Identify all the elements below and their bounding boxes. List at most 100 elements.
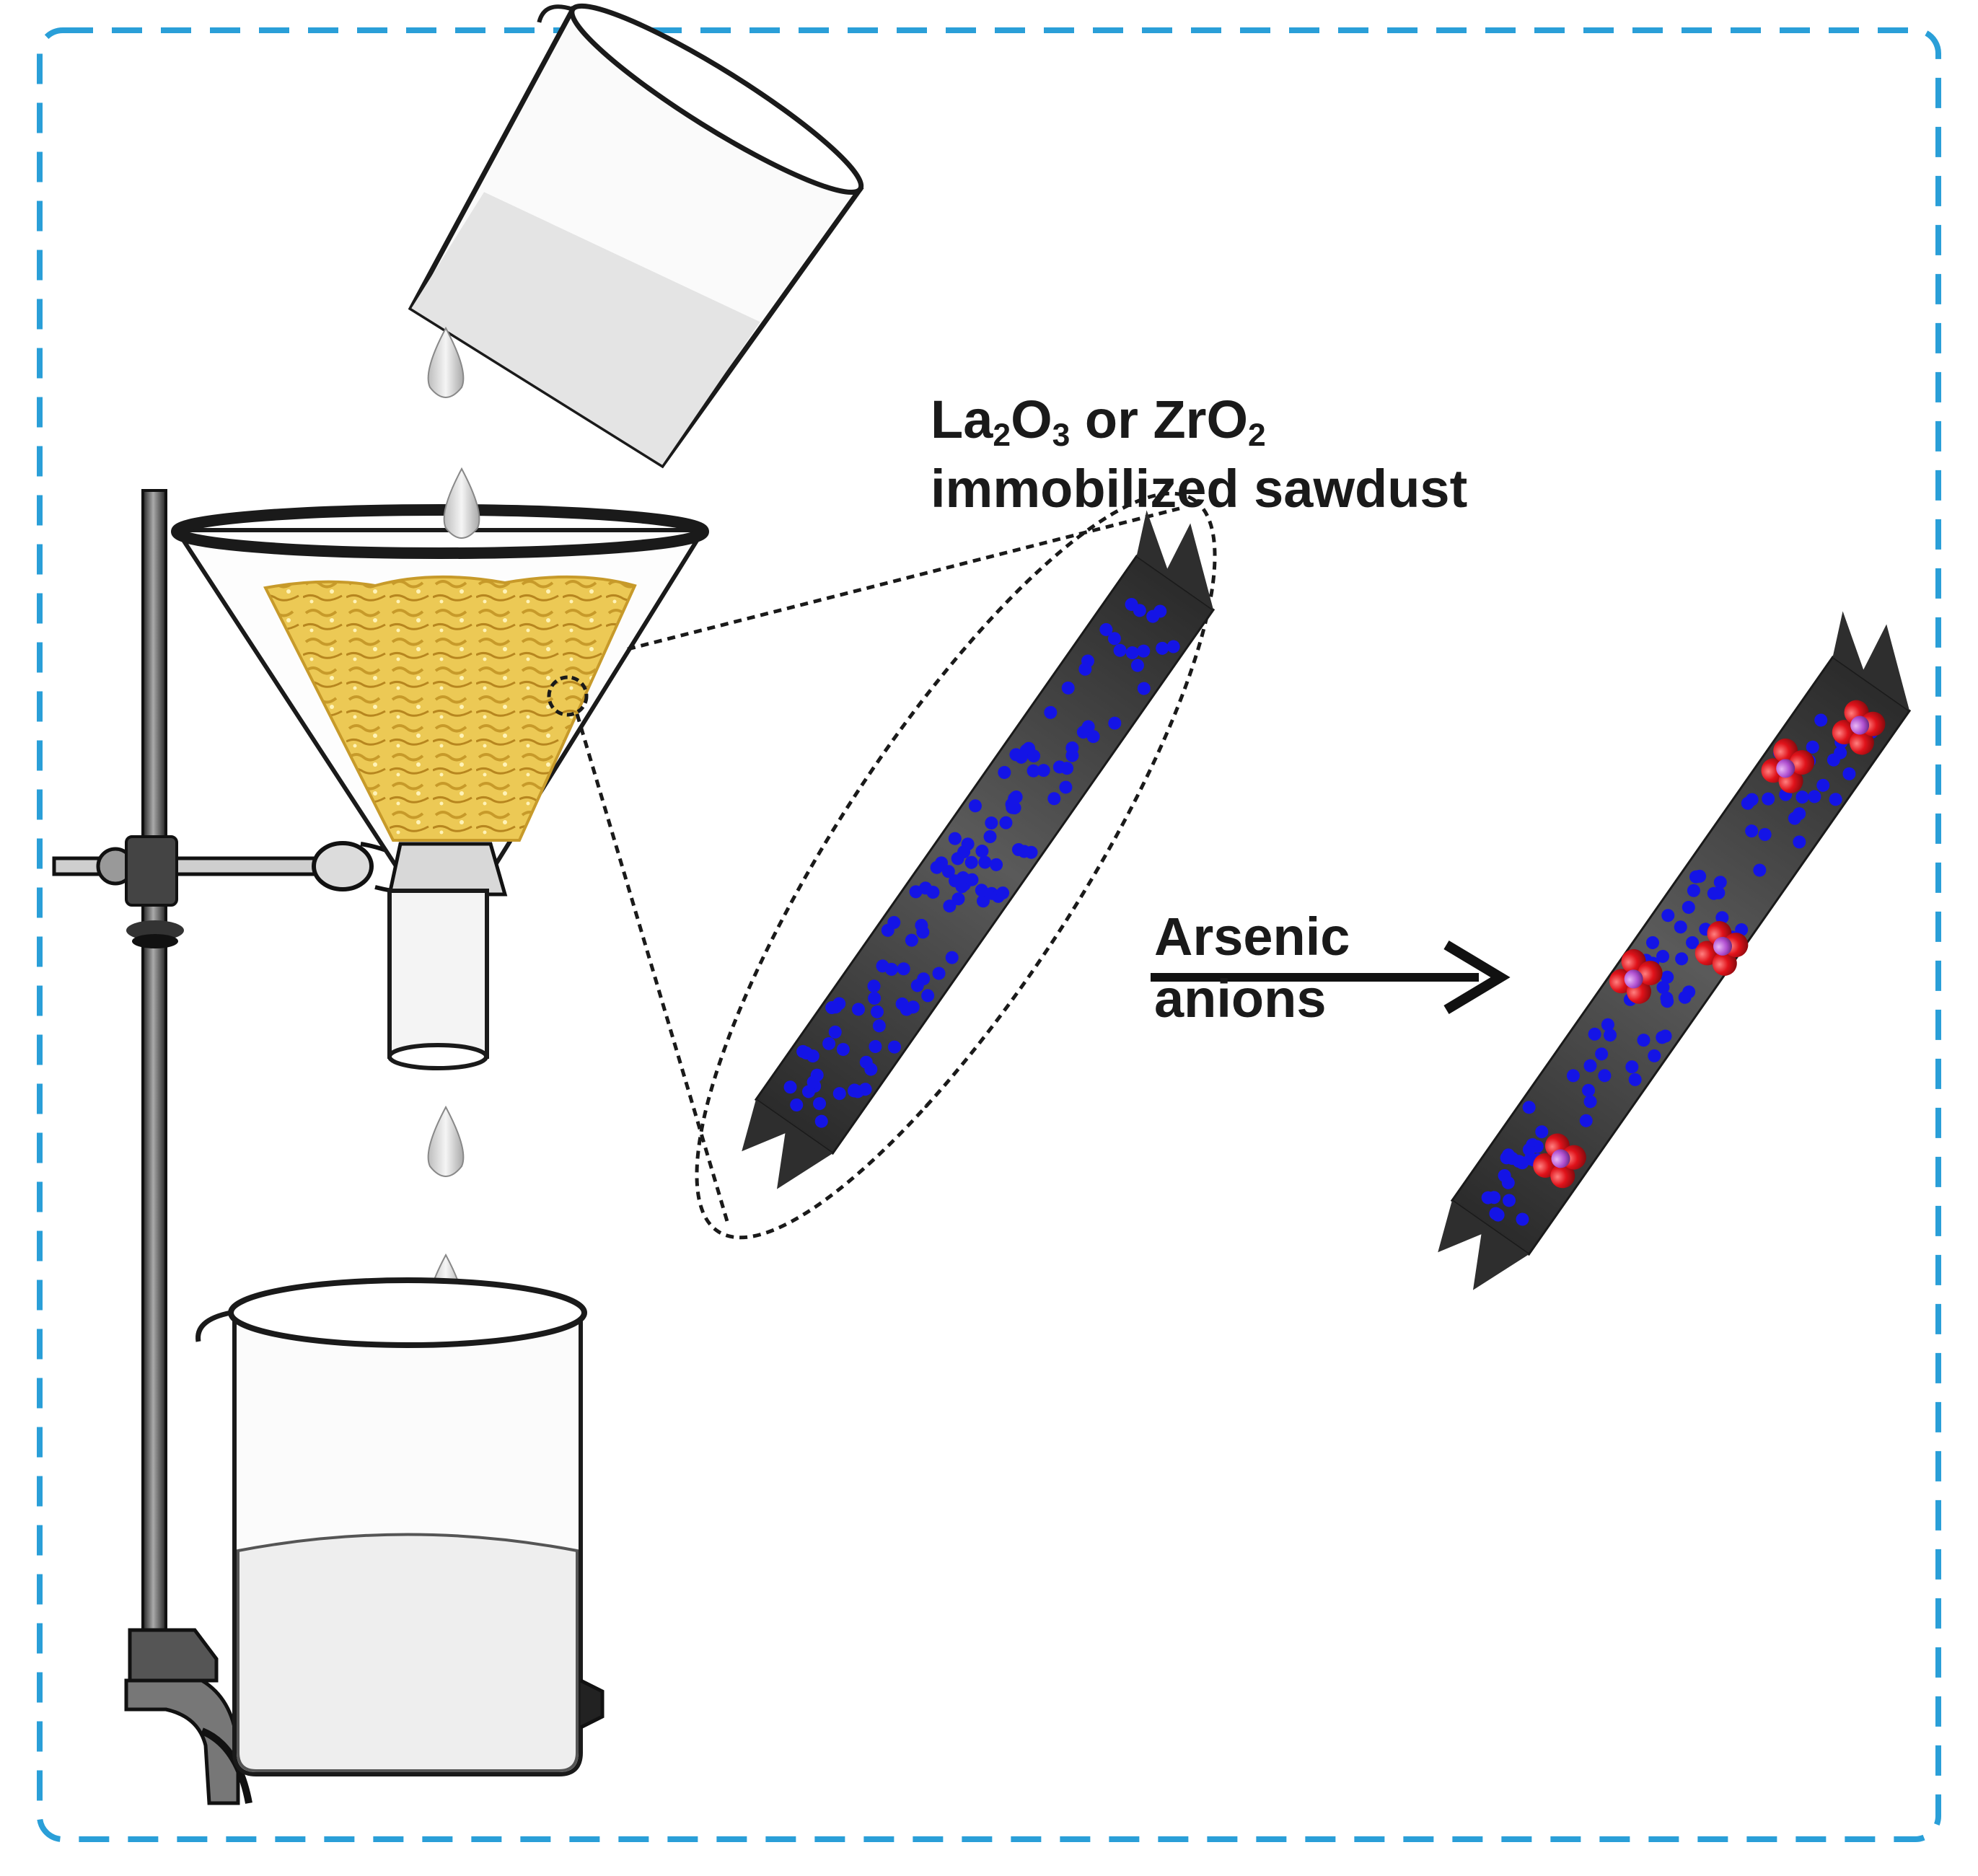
oxide-particle: [1648, 1049, 1661, 1062]
arsenic-anion-icon: [1832, 700, 1886, 755]
water-drop-icon: [427, 326, 465, 398]
oxide-particle: [1601, 1018, 1614, 1031]
material-label: La2O3 or ZrO2 immobilized sawdust: [931, 393, 1467, 526]
oxide-particle: [872, 1019, 886, 1033]
arsenic-anions: [1533, 700, 1886, 1189]
oxide-particle: [1489, 1207, 1503, 1220]
oxide-particle: [1842, 767, 1856, 780]
arrow-label-line1: Arsenic: [1154, 907, 1350, 966]
oxide-particle: [1661, 970, 1674, 984]
oxide-particle: [1645, 935, 1659, 949]
oxide-particle: [1656, 949, 1670, 963]
arsenic-anion-icon: [1695, 921, 1749, 976]
oxide-particle: [864, 1062, 878, 1076]
reaction-arrow-icon: [1151, 940, 1511, 1015]
oxide-particle: [964, 855, 978, 869]
oxide-particle: [1682, 900, 1695, 914]
oxide-particle: [943, 899, 957, 913]
oxide-particle: [1059, 780, 1073, 794]
oxide-particle: [1500, 1151, 1513, 1165]
oxide-particle: [1793, 835, 1806, 849]
oxide-particle: [1166, 640, 1180, 653]
oxide-particle: [1566, 1069, 1580, 1083]
oxide-particle: [1745, 793, 1759, 806]
oxide-particle: [1137, 644, 1151, 658]
oxygen-atom: [1790, 749, 1815, 775]
oxide-particle: [975, 884, 988, 897]
arsenic-atom: [1713, 936, 1733, 956]
oxide-particle: [1047, 792, 1061, 806]
oxide-particle: [1522, 1101, 1536, 1114]
arrow-label-line2: anions: [1154, 969, 1327, 1029]
oxide-particle: [1795, 791, 1809, 804]
water-drop-icon: [427, 1105, 465, 1177]
oxide-particle: [1788, 811, 1801, 825]
oxide-particle: [1806, 740, 1819, 754]
oxide-particle: [1107, 632, 1121, 646]
oxide-particle: [948, 832, 962, 845]
oxide-particle: [887, 915, 901, 929]
oxide-particle: [1829, 793, 1842, 806]
oxide-particle: [983, 829, 997, 843]
collection-beaker-icon: [195, 1277, 605, 1776]
oxide-particle: [1146, 609, 1160, 623]
oxide-particle: [916, 925, 930, 939]
oxide-particle: [1516, 1212, 1529, 1226]
water-drop-icon: [443, 467, 480, 539]
oxide-particle: [1133, 604, 1146, 617]
oxide-particle: [1656, 980, 1670, 994]
oxide-particle: [1065, 741, 1079, 754]
oxide-particle: [1060, 762, 1074, 775]
oxide-particle: [884, 962, 898, 976]
oxide-particle: [1686, 935, 1700, 949]
oxide-particle: [1713, 876, 1727, 889]
oxide-particle: [1637, 1034, 1650, 1047]
oxide-particle: [1076, 726, 1090, 739]
oxide-particle: [1008, 801, 1021, 815]
oxide-particle: [1037, 764, 1050, 778]
oxide-particle: [858, 1083, 872, 1096]
oxide-particle: [790, 1098, 804, 1111]
oxide-particle: [1503, 1194, 1516, 1207]
oxide-particle: [851, 1003, 865, 1016]
oxygen-atom: [1550, 1163, 1575, 1189]
oxide-particle: [1125, 646, 1139, 659]
arsenic-anion-icon: [1761, 738, 1815, 793]
oxide-particle: [926, 886, 940, 899]
oxide-particle: [1582, 1083, 1596, 1097]
oxide-particle: [1625, 1060, 1639, 1074]
oxide-particle: [949, 874, 962, 888]
oxide-particle: [957, 845, 971, 859]
oxide-particle: [999, 816, 1013, 829]
oxide-particle: [1481, 1191, 1495, 1205]
oxide-particle: [1628, 1073, 1642, 1086]
oxygen-atom: [1638, 960, 1663, 985]
oxide-particle: [869, 1039, 882, 1053]
oxide-particle: [832, 1087, 846, 1101]
oxide-particle: [1086, 730, 1100, 744]
oxide-particle: [1656, 1031, 1669, 1044]
oxide-particle: [951, 892, 965, 906]
oxide-particle: [996, 886, 1010, 900]
oxide-particle: [801, 1085, 815, 1098]
arsenic-anion-icon: [1609, 948, 1663, 1004]
oxide-particle: [1078, 662, 1092, 676]
oxide-particle: [867, 979, 881, 993]
filtrate-liquid: [237, 1533, 579, 1772]
oxide-particle: [1682, 985, 1696, 999]
oxide-particle: [921, 989, 935, 1003]
oxide-particle: [976, 894, 990, 908]
oxide-particle: [1498, 1168, 1511, 1182]
oxide-particle: [828, 1025, 842, 1039]
arsenic-atom: [1850, 715, 1870, 735]
oxide-particle: [806, 1049, 819, 1063]
funnel-icon: [171, 504, 709, 1070]
oxide-particle: [1061, 681, 1075, 695]
material-label-line2: immobilized sawdust: [931, 458, 1468, 519]
oxide-particle: [871, 1005, 884, 1018]
oxide-particle: [1661, 909, 1675, 922]
oxide-particle: [1758, 828, 1772, 842]
oxide-particle: [985, 816, 998, 829]
oxide-particle: [813, 1097, 827, 1111]
